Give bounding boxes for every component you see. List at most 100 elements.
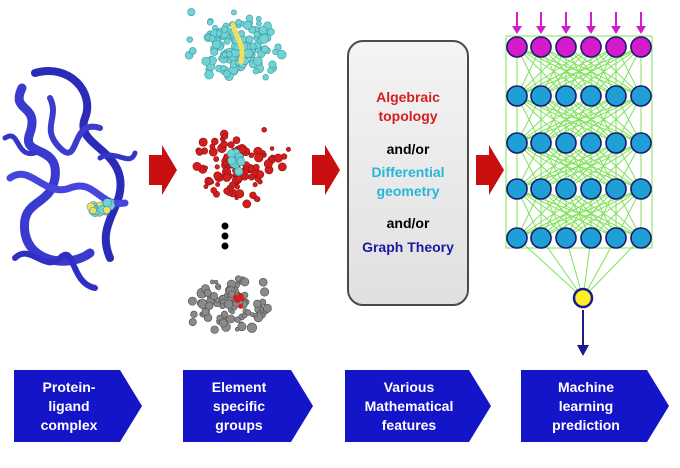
atom: [213, 156, 220, 162]
network-edge: [565, 46, 642, 97]
atom: [201, 56, 211, 66]
atom: [220, 140, 228, 148]
right-arrow-icon: [312, 145, 340, 195]
atom: [248, 173, 255, 181]
atom: [269, 146, 275, 151]
atom: [242, 199, 252, 209]
atom: [203, 289, 212, 297]
atom: [210, 187, 217, 194]
network-edge: [516, 46, 617, 97]
atom: [186, 36, 193, 43]
atom: [206, 177, 214, 185]
input-node: [506, 36, 528, 58]
atom: [236, 157, 246, 166]
atom: [254, 152, 264, 163]
network-edge: [516, 95, 567, 144]
network-edge: [516, 142, 567, 190]
step-label: Element specific groups: [211, 378, 267, 433]
right-arrow-icon: [476, 145, 504, 195]
network-edge: [540, 95, 642, 144]
atom: [231, 9, 237, 16]
network-edge: [516, 142, 592, 190]
atom: [239, 296, 245, 302]
step-protein-ligand-complex: Protein- ligand complex: [14, 370, 142, 442]
hidden-node: [530, 178, 552, 200]
atom: [214, 164, 220, 170]
atom: [237, 322, 247, 332]
input-arrow-head: [611, 26, 621, 34]
atom: [212, 39, 222, 49]
right-arrow-icon: [149, 145, 177, 195]
atom: [220, 65, 227, 72]
atom: [221, 133, 229, 140]
atom: [226, 314, 236, 324]
atom: [253, 299, 262, 309]
atom: [252, 182, 258, 188]
atom-cluster-2: [192, 127, 291, 209]
output-arrow: [577, 310, 589, 356]
mathematical-features-box: Algebraic topology and/or Differential g…: [347, 40, 469, 306]
hidden-node: [580, 132, 602, 154]
input-arrow-head: [636, 26, 646, 34]
atom: [213, 171, 222, 180]
atom: [267, 66, 275, 74]
ligand-molecule: [86, 198, 116, 217]
input-node: [530, 36, 552, 58]
atom: [256, 20, 262, 27]
atom: [263, 303, 272, 313]
atom: [245, 14, 254, 22]
hidden-node: [580, 227, 602, 249]
atom: [223, 69, 231, 78]
atom: [248, 152, 255, 158]
differential-geometry-label: Differential geometry: [371, 164, 445, 199]
input-arrow-head: [586, 26, 596, 34]
atom: [226, 51, 233, 58]
atom: [243, 168, 249, 175]
atom: [213, 279, 219, 285]
input-arrow-head: [536, 26, 546, 34]
atom: [246, 322, 258, 333]
input-arrow-head: [561, 26, 571, 34]
atom: [223, 299, 234, 309]
atom: [235, 19, 242, 26]
network-edge: [516, 188, 592, 239]
step-element-specific-groups: Element specific groups: [183, 370, 313, 442]
atom: [232, 136, 241, 144]
atom: [215, 182, 221, 187]
atom: [192, 161, 202, 171]
network-edge: [516, 237, 584, 299]
atom: [227, 156, 237, 166]
hidden-node: [530, 227, 552, 249]
ligand-trace: [230, 22, 245, 65]
atom: [205, 301, 214, 310]
neural-network: [505, 12, 653, 356]
atom: [209, 143, 216, 150]
step-label: Protein- ligand complex: [40, 378, 98, 433]
hidden-node: [630, 132, 652, 154]
atom: [223, 170, 229, 175]
input-node: [580, 36, 602, 58]
atom: [285, 146, 291, 152]
step-label: Various Mathematical features: [364, 378, 454, 433]
network-frame: [505, 35, 653, 249]
hidden-node: [605, 132, 627, 154]
hidden-node: [506, 85, 528, 107]
network-edge: [540, 188, 642, 239]
atom: [234, 275, 242, 282]
atom: [203, 165, 208, 171]
atom: [258, 277, 268, 287]
atom: [259, 34, 269, 44]
hidden-node: [530, 132, 552, 154]
atom: [234, 327, 240, 332]
network-edge: [540, 142, 642, 190]
atom: [253, 56, 263, 66]
hidden-node: [506, 227, 528, 249]
atom: [252, 67, 260, 75]
network-edge: [565, 95, 642, 144]
atom: [208, 35, 216, 42]
network-edge: [516, 46, 592, 97]
network-nodes: [506, 36, 652, 309]
atom: [252, 163, 260, 171]
atom: [242, 313, 248, 319]
protein-ribbon: [2, 133, 138, 162]
